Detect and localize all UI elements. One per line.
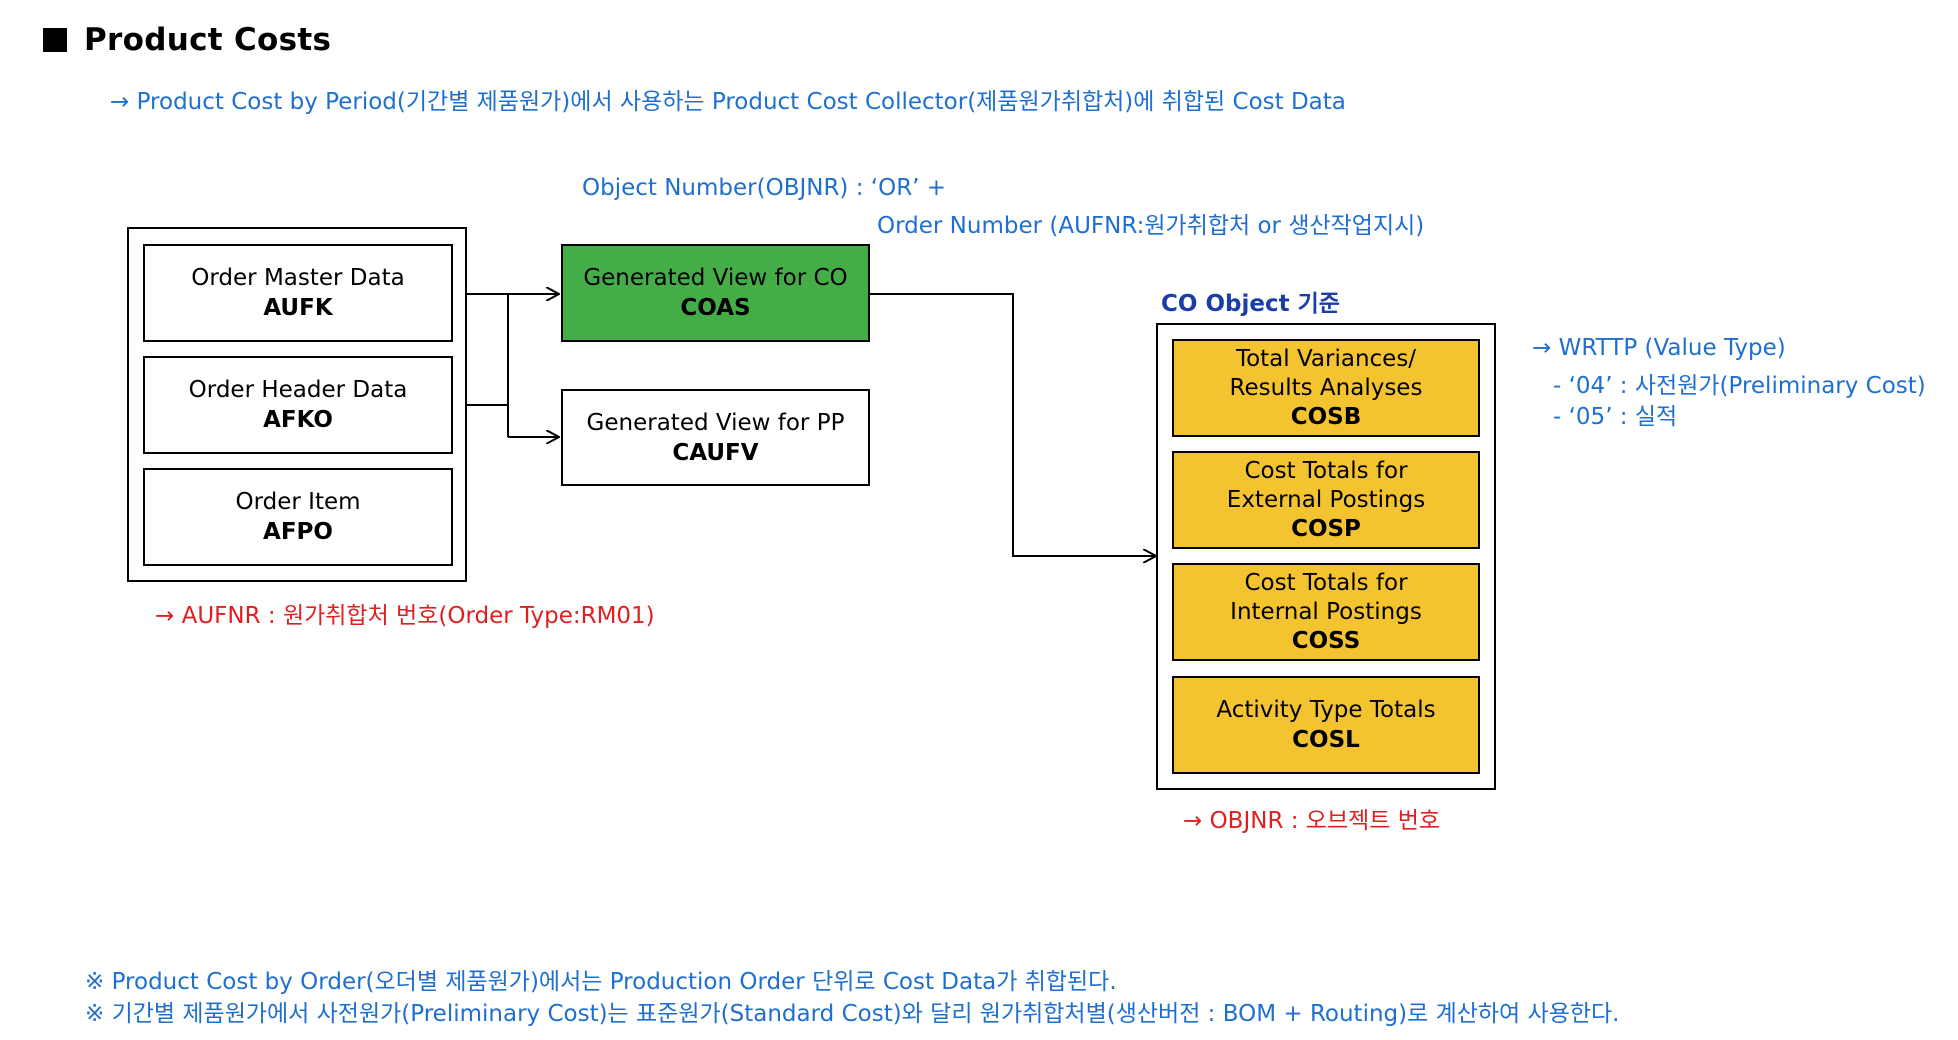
- coss-line2: Internal Postings: [1230, 598, 1422, 625]
- generated-view-co-label: Generated View for CO: [583, 265, 848, 291]
- cosp-box: Cost Totals for External Postings COSP: [1172, 451, 1480, 549]
- objnr-note-line2: Order Number (AUFNR:원가취합처 or 생산작업지시): [877, 213, 1425, 239]
- generated-view-pp-code: CAUFV: [672, 439, 759, 466]
- order-item-label: Order Item: [235, 489, 361, 515]
- cosp-line1: Cost Totals for: [1244, 457, 1408, 484]
- title-bullet-icon: [43, 28, 67, 52]
- cosl-box: Activity Type Totals COSL: [1172, 676, 1480, 774]
- order-master-data-code: AUFK: [263, 295, 333, 321]
- cosl-line1: Activity Type Totals: [1216, 697, 1436, 723]
- generated-view-co-code: COAS: [680, 295, 751, 321]
- order-item-code: AFPO: [263, 519, 333, 545]
- coss-code: COSS: [1291, 627, 1361, 654]
- generated-view-pp-label: Generated View for PP: [586, 409, 845, 436]
- cosp-line2: External Postings: [1226, 486, 1426, 513]
- objnr-note-line1: Object Number(OBJNR) : ‘OR’ +: [582, 175, 947, 201]
- wrttp-note-line3: - ‘05’ : 실적: [1553, 404, 1678, 430]
- wrttp-note-line1: → WRTTP (Value Type): [1532, 335, 1786, 361]
- generated-view-co-box: Generated View for CO COAS: [561, 244, 870, 342]
- order-item-box: Order Item AFPO: [143, 468, 453, 566]
- page-title-text: Product Costs: [84, 22, 332, 58]
- co-object-title: CO Object 기준: [1161, 291, 1340, 317]
- cosb-line2: Results Analyses: [1229, 374, 1423, 401]
- order-header-data-box: Order Header Data AFKO: [143, 356, 453, 454]
- cosp-code: COSP: [1291, 515, 1361, 542]
- cosb-box: Total Variances/ Results Analyses COSB: [1172, 339, 1480, 437]
- order-header-data-label: Order Header Data: [188, 377, 408, 403]
- order-master-data-label: Order Master Data: [191, 265, 405, 291]
- aufnr-note: → AUFNR : 원가취합처 번호(Order Type:RM01): [155, 603, 655, 629]
- generated-view-pp-box: Generated View for PP CAUFV: [561, 389, 870, 486]
- footnote-2: ※ 기간별 제품원가에서 사전원가(Preliminary Cost)는 표준원…: [85, 1001, 1620, 1027]
- subtitle: → Product Cost by Period(기간별 제품원가)에서 사용하…: [110, 89, 1346, 115]
- cosl-code: COSL: [1292, 727, 1360, 753]
- order-master-data-box: Order Master Data AUFK: [143, 244, 453, 342]
- coss-box: Cost Totals for Internal Postings COSS: [1172, 563, 1480, 661]
- cosb-line1: Total Variances/: [1235, 345, 1417, 372]
- wrttp-note-line2: - ‘04’ : 사전원가(Preliminary Cost): [1553, 373, 1926, 399]
- order-header-data-code: AFKO: [263, 407, 333, 433]
- coss-line1: Cost Totals for: [1244, 569, 1408, 596]
- cosb-code: COSB: [1290, 403, 1362, 430]
- objnr-bottom-note: → OBJNR : 오브젝트 번호: [1183, 808, 1441, 834]
- footnote-1: ※ Product Cost by Order(오더별 제품원가)에서는 Pro…: [85, 969, 1117, 995]
- page-title: Product Costs: [43, 22, 331, 58]
